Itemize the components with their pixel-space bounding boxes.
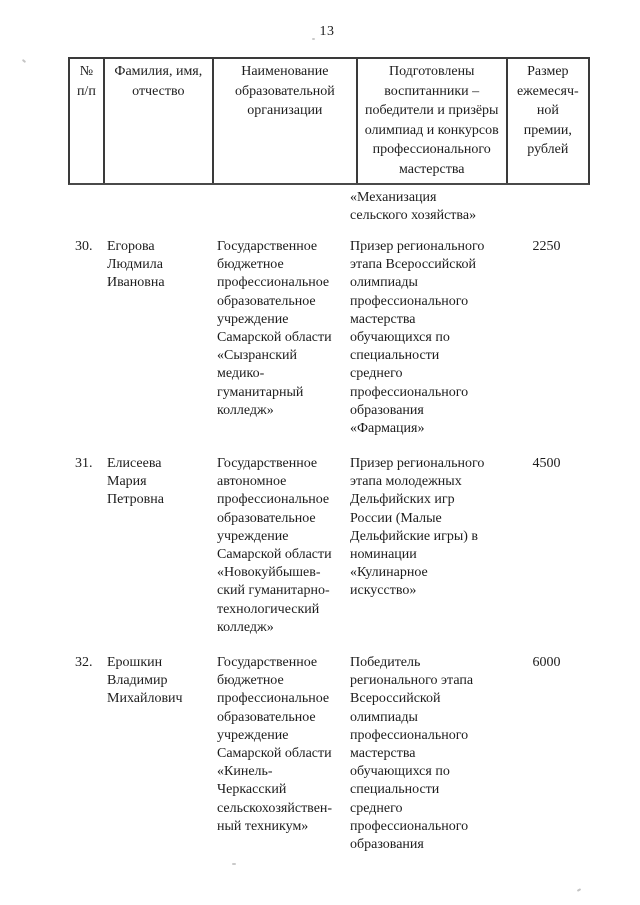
scan-artifact [232, 863, 236, 865]
premium-amount: 4500 [532, 456, 561, 471]
premium-amount: 2250 [532, 239, 561, 254]
row-number: 32. [75, 655, 93, 670]
student-name: Егорова Людмила Ивановна [107, 239, 165, 291]
scan-artifact [21, 58, 27, 64]
organization: Государственное бюджетное профессиональн… [217, 655, 333, 834]
student-name: Елисеева Мария Петровна [107, 456, 164, 508]
header-cell-number: № п/п [70, 59, 105, 183]
scan-artifact [312, 38, 315, 40]
table-row: 31. Елисеева Мария Петровна Государствен… [68, 455, 590, 637]
header-cell-organization: Наименование образовательной организации [214, 59, 358, 183]
page-number: 13 [319, 24, 335, 39]
header-cell-premium: Размер ежемесяч- ной премии, рублей [516, 64, 579, 157]
row-number: 31. [75, 456, 93, 471]
premium-amount: 6000 [532, 655, 561, 670]
header-cell-full-name: Фамилия, имя, отчество [105, 59, 214, 183]
organization: Государственное автономное профессиональ… [217, 456, 332, 635]
scan-artifact [576, 888, 582, 892]
achievement: Призер регионального этапа Всероссийской… [350, 239, 485, 437]
achievement-continuation: «Механизация сельского хозяйства» [350, 190, 477, 224]
achievement: Победитель регионального этапа Всероссий… [350, 655, 474, 853]
student-name: Ерошкин Владимир Михайлович [107, 655, 183, 707]
table-row: 32. Ерошкин Владимир Михайлович Государс… [68, 654, 590, 854]
achievement: Призер регионального этапа молодежных Де… [350, 456, 485, 599]
table-header-row: № п/п Фамилия, имя, отчество Наименовани… [68, 57, 590, 185]
row-number: 30. [75, 239, 93, 254]
organization: Государственное бюджетное профессиональн… [217, 239, 332, 418]
header-cell-achievement: Подготовлены воспитанники – победители и… [358, 59, 508, 183]
table-row: 30. Егорова Людмила Ивановна Государстве… [68, 238, 590, 438]
